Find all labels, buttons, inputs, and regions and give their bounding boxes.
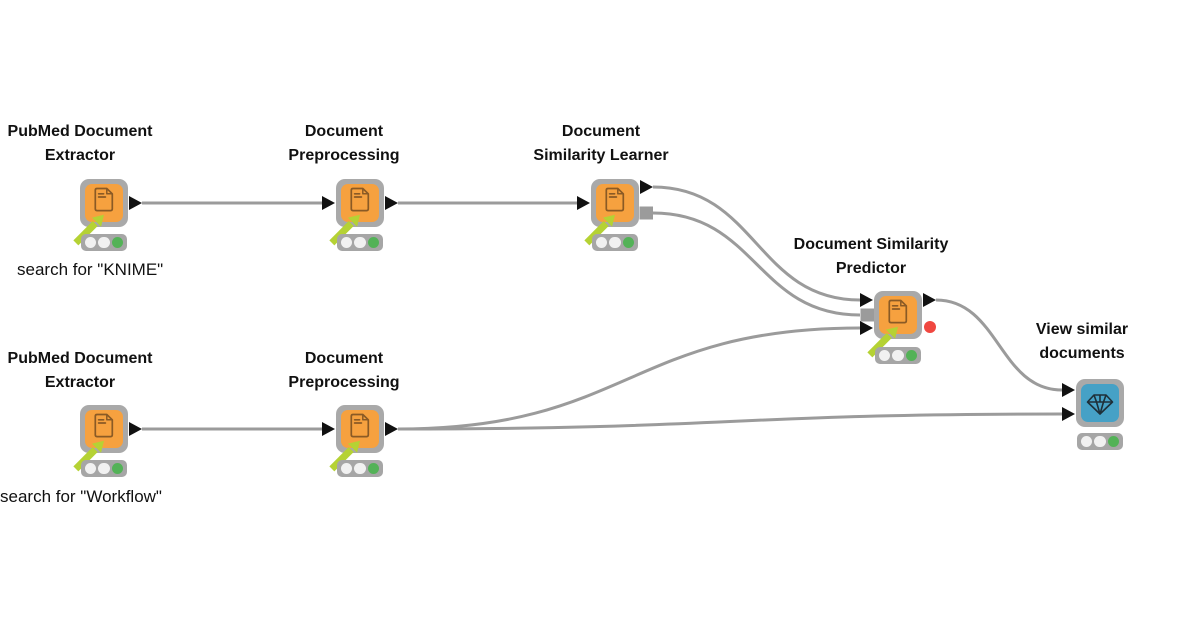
node-body[interactable] [73, 405, 128, 472]
document-icon [879, 296, 917, 334]
output-port-data[interactable] [129, 196, 142, 210]
status-light-on [1107, 435, 1120, 448]
conn-preprocessing2-to-predictor[interactable] [397, 326, 861, 431]
node-body[interactable] [329, 179, 384, 246]
status-light-on [367, 236, 380, 249]
status-light-off [354, 462, 366, 475]
status-light-off [84, 236, 97, 249]
input-port-model[interactable] [860, 308, 875, 322]
document-icon [85, 410, 123, 448]
status-traffic-light [592, 234, 638, 251]
status-light-off [1094, 435, 1106, 448]
node-body[interactable] [329, 405, 384, 472]
status-light-off [354, 236, 366, 249]
input-port-data[interactable] [322, 422, 335, 436]
output-port-data[interactable] [640, 180, 653, 194]
status-light-on [905, 349, 918, 362]
document-icon [596, 184, 634, 222]
status-traffic-light [81, 234, 127, 251]
document-icon [341, 410, 379, 448]
status-traffic-light [1077, 433, 1123, 450]
node-body[interactable] [73, 179, 128, 246]
input-port-data[interactable] [577, 196, 590, 210]
output-port-data[interactable] [923, 293, 936, 307]
status-light-off [892, 349, 904, 362]
input-port-data[interactable] [322, 196, 335, 210]
status-light-on [111, 236, 124, 249]
node-body[interactable] [1076, 379, 1124, 427]
status-light-off [340, 236, 353, 249]
output-port-data[interactable] [385, 422, 398, 436]
input-port-data-1[interactable] [1062, 383, 1075, 397]
document-icon [85, 184, 123, 222]
input-port-data-1[interactable] [860, 293, 873, 307]
status-traffic-light [337, 460, 383, 477]
conn-learner-model-to-predictor[interactable] [652, 211, 861, 317]
status-light-off [1080, 435, 1093, 448]
status-light-off [98, 462, 110, 475]
output-port-data[interactable] [385, 196, 398, 210]
status-light-on [367, 462, 380, 475]
input-port-data-2[interactable] [1062, 407, 1075, 421]
status-light-off [595, 236, 608, 249]
node-annotation[interactable]: search for "Workflow" [0, 487, 162, 506]
status-light-off [609, 236, 621, 249]
status-traffic-light [337, 234, 383, 251]
status-traffic-light [875, 347, 921, 364]
node-body[interactable] [867, 291, 922, 358]
component-diamond-icon [1081, 384, 1119, 422]
status-light-on [622, 236, 635, 249]
status-light-off [84, 462, 97, 475]
output-port-model[interactable] [639, 206, 654, 220]
status-traffic-light [81, 460, 127, 477]
error-indicator [924, 321, 936, 333]
status-light-on [111, 462, 124, 475]
conn-predictor-to-view[interactable] [935, 298, 1063, 392]
conn-preprocessing2-to-view[interactable] [397, 412, 1063, 431]
conn-learner-data-to-predictor[interactable] [652, 185, 861, 302]
document-icon [341, 184, 379, 222]
status-light-off [878, 349, 891, 362]
status-light-off [98, 236, 110, 249]
input-port-data-2[interactable] [860, 321, 873, 335]
node-body[interactable] [584, 179, 639, 246]
status-light-off [340, 462, 353, 475]
output-port-data[interactable] [129, 422, 142, 436]
node-annotation[interactable]: search for "KNIME" [17, 260, 164, 279]
